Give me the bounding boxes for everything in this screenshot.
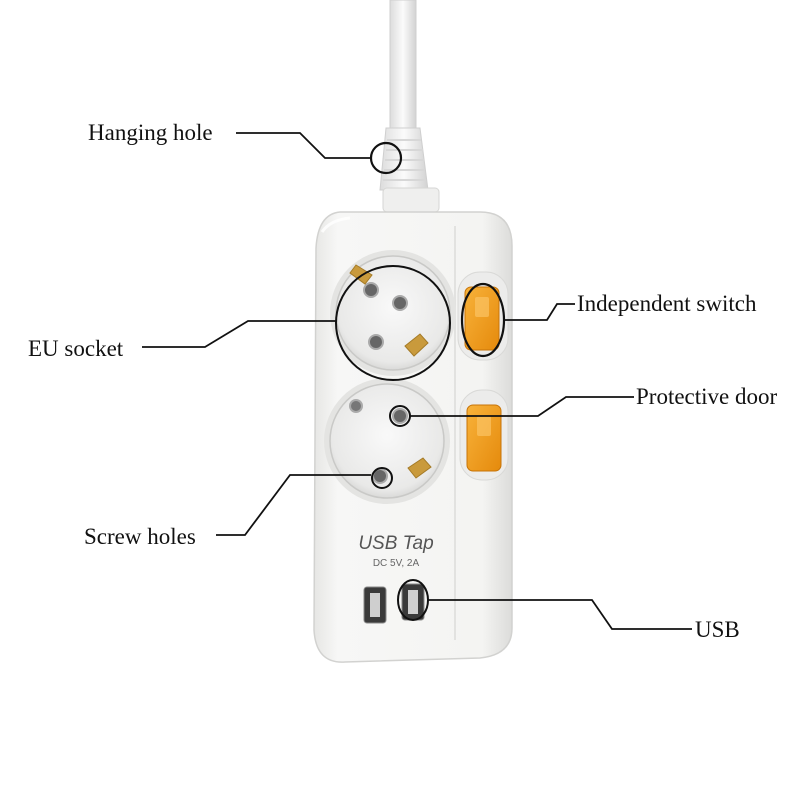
label-hanging-hole: Hanging hole bbox=[88, 120, 213, 145]
label-eu-socket: EU socket bbox=[28, 336, 124, 361]
label-protective-door: Protective door bbox=[636, 384, 778, 409]
switch-bottom bbox=[459, 389, 509, 481]
spec-text: DC 5V, 2A bbox=[373, 558, 420, 569]
leader-protective-door bbox=[410, 396, 634, 417]
label-independent-switch: Independent switch bbox=[577, 291, 757, 316]
label-usb: USB bbox=[695, 617, 740, 642]
leader-independent-switch bbox=[504, 303, 575, 321]
usb-port-right bbox=[401, 583, 425, 621]
switch-top bbox=[457, 271, 509, 361]
screw-hole-highlight bbox=[371, 467, 393, 489]
eu-socket-bottom bbox=[324, 378, 450, 504]
brand-text: USB Tap bbox=[358, 533, 433, 554]
power-cord bbox=[379, 0, 440, 213]
eu-socket-top bbox=[330, 250, 456, 376]
leader-hanging-hole bbox=[236, 132, 372, 159]
eu-socket-highlight bbox=[335, 265, 451, 381]
label-screw-holes: Screw holes bbox=[84, 524, 196, 549]
leader-lines bbox=[142, 132, 692, 630]
leader-usb bbox=[428, 599, 692, 630]
leader-screw-holes bbox=[216, 474, 371, 536]
usb-port-left bbox=[363, 586, 387, 624]
leader-eu-socket bbox=[142, 320, 337, 348]
